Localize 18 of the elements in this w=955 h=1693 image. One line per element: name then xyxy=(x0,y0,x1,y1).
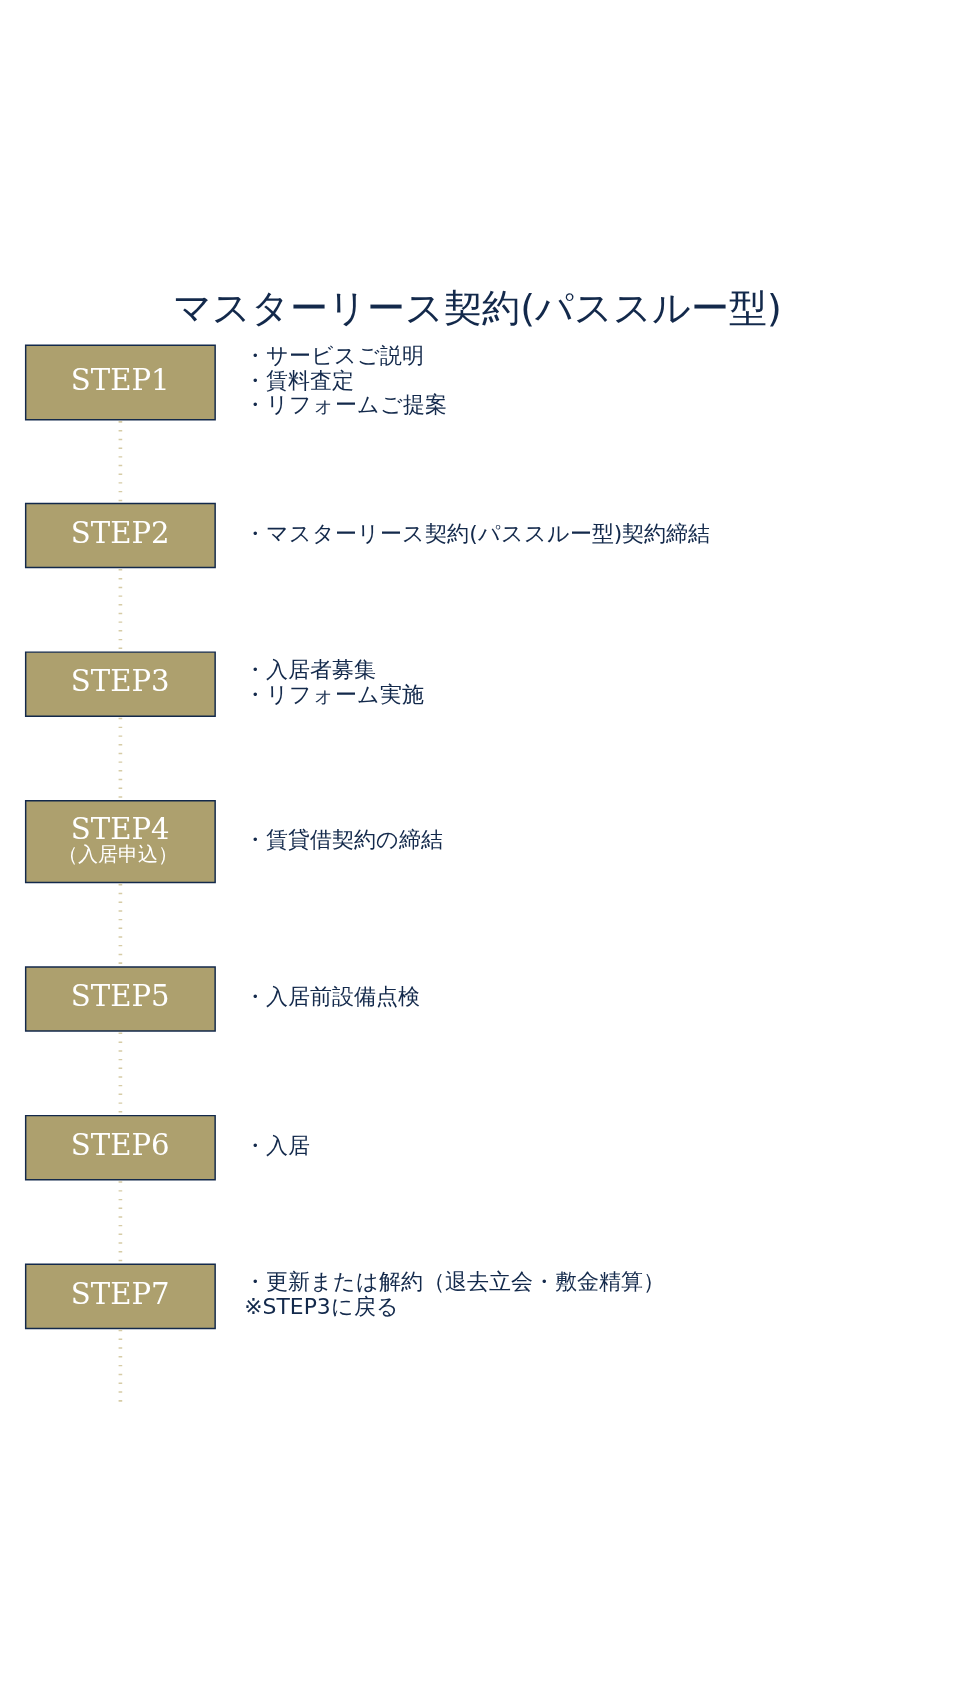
node-label: ・賃料査定 xyxy=(244,367,355,393)
node-label: ・リフォーム実施 xyxy=(244,681,425,707)
connector xyxy=(118,883,123,966)
connector xyxy=(118,421,123,502)
connector xyxy=(118,569,123,651)
node-label: ・入居 xyxy=(244,1132,311,1158)
node-label: ・入居前設備点検 xyxy=(244,984,421,1010)
node-label: ・マスターリース契約(パススルー型)契約締結 xyxy=(244,520,711,546)
node-label: ※STEP3に戻る xyxy=(244,1293,399,1319)
node-label: ・入居者募集 xyxy=(244,656,377,682)
node-label: ・更新または解約（退去立会・敷金精算） xyxy=(244,1269,666,1295)
diagram-title: マスターリース契約(パススルー型) xyxy=(173,285,782,330)
connector xyxy=(118,1181,123,1263)
node-label: ・リフォームご提案 xyxy=(244,392,448,418)
node-label: ・賃貸借契約の締結 xyxy=(244,826,444,852)
node-label: ・サービスご説明 xyxy=(244,342,425,368)
connector xyxy=(118,717,123,800)
connector xyxy=(118,1032,123,1115)
